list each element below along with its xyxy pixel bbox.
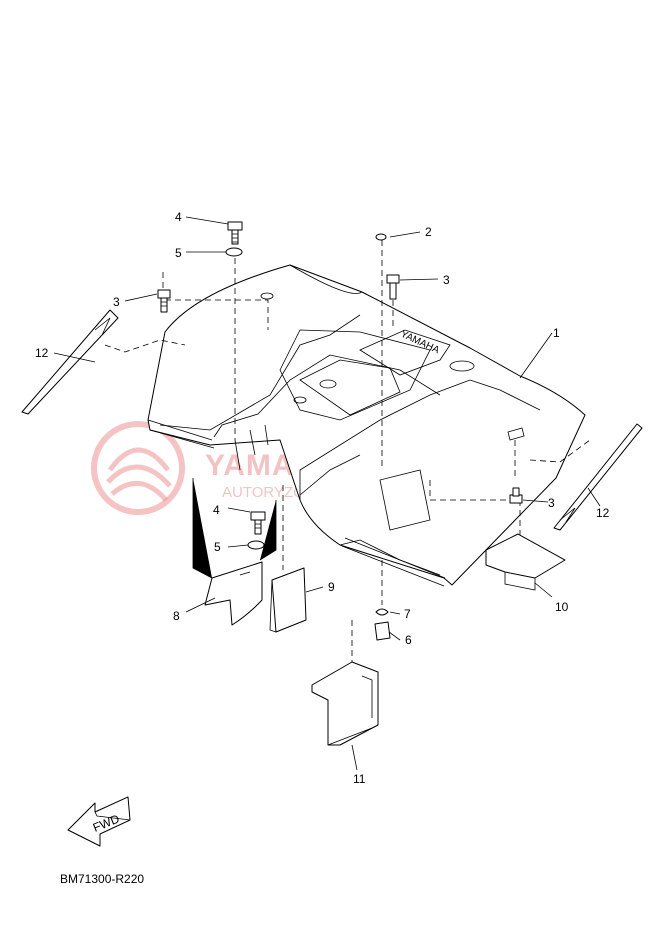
watermark-logo	[91, 421, 185, 515]
bolt-3-left	[157, 289, 171, 313]
mud-flap-right-12	[553, 423, 643, 531]
guard-10	[485, 533, 566, 579]
callout-7: 7	[404, 607, 411, 621]
cap-2	[375, 233, 387, 241]
rear-fender-body	[147, 264, 586, 586]
flap-11	[311, 661, 379, 746]
diagram-code: BM71300-R220	[60, 872, 145, 886]
callout-12-right: 12	[596, 506, 610, 520]
washer-5-top	[225, 247, 243, 257]
rear-fender: YAMAHA	[147, 264, 586, 587]
right-fasteners	[374, 233, 523, 641]
nut-6	[374, 621, 391, 641]
bolt-3-right	[509, 487, 523, 504]
callout-6: 6	[405, 633, 412, 647]
callout-3-top: 3	[443, 273, 450, 287]
mud-flap-left-12	[21, 309, 119, 415]
callout-11: 11	[353, 772, 366, 786]
washer-5-lower	[247, 540, 265, 550]
callout-1: 1	[553, 326, 560, 340]
callout-9: 9	[328, 580, 335, 594]
callout-10: 10	[555, 600, 569, 614]
fwd-arrow: FWD	[67, 796, 131, 847]
callout-5-top: 5	[175, 246, 182, 260]
bolt-3-top	[386, 274, 400, 300]
bracket-8	[204, 561, 263, 626]
callout-4-top: 4	[175, 210, 182, 224]
plate-9	[271, 567, 307, 633]
callout-5-lower: 5	[214, 540, 221, 554]
watermark-logo-mark	[106, 447, 172, 502]
callout-8: 8	[173, 609, 180, 623]
leader-lines	[53, 216, 601, 771]
callout-2: 2	[425, 225, 432, 239]
bolt-4-lower	[250, 511, 266, 535]
callout-4-lower: 4	[213, 503, 220, 517]
callout-3-left: 3	[113, 295, 120, 309]
clip-7	[375, 608, 389, 616]
callout-12-left: 12	[35, 346, 49, 360]
left-fasteners	[157, 221, 266, 550]
bolt-4-top	[227, 221, 243, 245]
callout-3-right: 3	[548, 496, 555, 510]
